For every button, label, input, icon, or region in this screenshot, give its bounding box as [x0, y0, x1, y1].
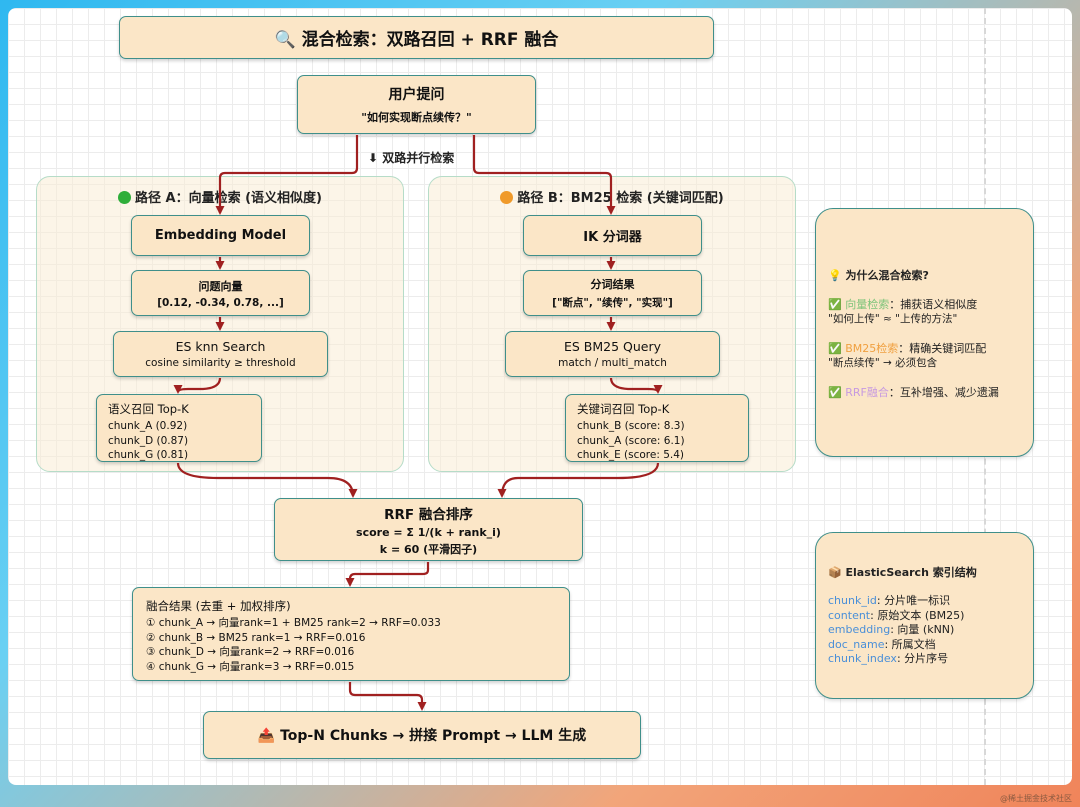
ik-tokenizer-node: IK 分词器	[523, 215, 702, 256]
watermark: @稀土掘金技术社区	[1000, 794, 1072, 803]
why-row: ✅ BM25检索：精确关键词匹配 "断点续传" → 必须包含	[828, 341, 1033, 371]
why-keyword: RRF融合	[845, 386, 889, 399]
why-desc: ：精确关键词匹配	[898, 342, 987, 355]
vector-title: 问题向量	[198, 279, 243, 293]
rrf-formula: score = Σ 1/(k + rank_i)	[356, 525, 501, 539]
path-a-title: 路径 A：向量检索 (语义相似度)	[135, 191, 322, 206]
tokens-value: ["断点", "续传", "实现"]	[552, 297, 673, 309]
arrow-keyword-recall-to-rrf	[497, 462, 660, 498]
why-desc: ：互补增强、减少遗漏	[888, 386, 999, 399]
knn-search-sub: cosine similarity ≥ threshold	[145, 357, 296, 369]
why-row: ✅ RRF融合：互补增强、减少遗漏	[828, 385, 1033, 400]
canvas: 🔍 混合检索：双路召回 + RRF 融合 用户提问 "如何实现断点续传？" ⬇ …	[8, 8, 1072, 785]
arrow-semantic-recall-to-rrf	[176, 462, 358, 498]
es-field-name: embedding	[828, 623, 891, 636]
why-row: ✅ 向量检索：捕获语义相似度 "如何上传" ≈ "上传的方法"	[828, 297, 1033, 327]
es-field-desc: : 向量 (kNN)	[890, 623, 955, 636]
es-field-desc: : 分片唯一标识	[876, 594, 951, 607]
keyword-recall-title: 关键词召回 Top-K	[577, 402, 670, 416]
rrf-k: k = 60 (平滑因子)	[379, 542, 478, 556]
es-field-row: doc_name: 所属文档	[828, 638, 1033, 653]
check-mark-icon: ✅	[828, 386, 842, 399]
keyword-recall-node: 关键词召回 Top-K chunk_B (score: 8.3) chunk_A…	[565, 394, 749, 462]
why-example: "如何上传" ≈ "上传的方法"	[828, 313, 958, 325]
user-query-title: 用户提问	[388, 87, 445, 103]
green-circle-icon	[118, 191, 131, 204]
check-mark-icon: ✅	[828, 298, 842, 311]
es-field-row: content: 原始文本 (BM25)	[828, 609, 1033, 624]
arrow-bm25-to-recall	[609, 377, 663, 394]
es-field-row: chunk_id: 分片唯一标识	[828, 594, 1033, 609]
path-b-title: 路径 B：BM25 检索 (关键词匹配)	[517, 191, 724, 206]
semantic-recall-item: chunk_A (0.92)	[108, 420, 188, 432]
why-keyword: 向量检索	[845, 298, 890, 311]
es-field-row: chunk_index: 分片序号	[828, 652, 1033, 667]
orange-circle-icon	[500, 191, 514, 204]
why-hybrid-title: 💡 为什么混合检索?	[828, 269, 929, 282]
semantic-recall-node: 语义召回 Top-K chunk_A (0.92) chunk_D (0.87)…	[96, 394, 262, 462]
fusion-title: 融合结果 (去重 + 加权排序)	[146, 599, 291, 613]
question-vector-node: 问题向量 [0.12, -0.34, 0.78, ...]	[131, 270, 310, 316]
arrow-knn-to-recall	[173, 377, 222, 394]
fusion-item: ④ chunk_G → 向量rank=3 → RRF=0.015	[146, 660, 355, 673]
diagram-title: 🔍 混合检索：双路召回 + RRF 融合	[119, 16, 714, 59]
why-hybrid-box: 💡 为什么混合检索? ✅ 向量检索：捕获语义相似度 "如何上传" ≈ "上传的方…	[815, 208, 1034, 457]
why-keyword: BM25检索	[845, 342, 899, 355]
es-knn-search-node: ES knn Search cosine similarity ≥ thresh…	[113, 331, 328, 377]
connector-arrows	[173, 135, 663, 711]
es-field-name: chunk_id	[828, 594, 877, 607]
semantic-recall-item: chunk_D (0.87)	[108, 434, 189, 447]
arrow-rrf-to-fusion	[345, 562, 430, 587]
es-field-name: content	[828, 608, 871, 622]
keyword-recall-item: chunk_E (score: 5.4)	[577, 449, 685, 461]
es-field-desc: : 所属文档	[884, 637, 936, 651]
bm25-query-title: ES BM25 Query	[563, 339, 662, 354]
semantic-recall-item: chunk_G (0.81)	[108, 449, 189, 461]
why-example: "断点续传" → 必须包含	[828, 357, 938, 369]
fusion-result-node: 融合结果 (去重 + 加权排序) ① chunk_A → 向量rank=1 + …	[132, 587, 570, 681]
arrow-query-to-path-b	[472, 135, 616, 215]
es-field-desc: : 原始文本 (BM25)	[870, 608, 965, 622]
rrf-fusion-node: RRF 融合排序 score = Σ 1/(k + rank_i) k = 60…	[274, 498, 583, 561]
vector-value: [0.12, -0.34, 0.78, ...]	[157, 296, 284, 309]
es-bm25-query-node: ES BM25 Query match / multi_match	[505, 331, 720, 377]
keyword-recall-item: chunk_A (score: 6.1)	[577, 434, 685, 447]
es-field-name: chunk_index	[828, 652, 897, 665]
es-index-title: 📦 ElasticSearch 索引结构	[828, 566, 977, 579]
fusion-item: ② chunk_B → BM25 rank=1 → RRF=0.016	[146, 631, 366, 644]
check-mark-icon: ✅	[828, 342, 842, 355]
path-b-title-row: 路径 B：BM25 检索 (关键词匹配)	[429, 187, 795, 206]
fusion-item: ③ chunk_D → 向量rank=2 → RRF=0.016	[146, 646, 355, 658]
why-desc: ：捕获语义相似度	[889, 298, 978, 311]
parallel-label: ⬇ 双路并行检索	[368, 151, 455, 165]
tokens-title: 分词结果	[590, 278, 635, 291]
bm25-query-sub: match / multi_match	[558, 357, 667, 369]
es-field-name: doc_name	[828, 637, 885, 651]
es-field-desc: : 分片序号	[896, 652, 949, 665]
fusion-item: ① chunk_A → 向量rank=1 + BM25 rank=2 → RRF…	[146, 617, 441, 629]
semantic-recall-title: 语义召回 Top-K	[108, 402, 189, 416]
rrf-title: RRF 融合排序	[384, 506, 473, 523]
embedding-model-node: Embedding Model	[131, 215, 310, 256]
user-query-node: 用户提问 "如何实现断点续传？"	[297, 75, 536, 134]
final-output-node: 📤 Top-N Chunks → 拼接 Prompt → LLM 生成	[203, 711, 641, 759]
user-query-text: "如何实现断点续传？"	[361, 111, 472, 124]
arrow-fusion-to-final	[348, 682, 427, 711]
knn-search-title: ES knn Search	[175, 339, 266, 354]
tokens-node: 分词结果 ["断点", "续传", "实现"]	[523, 270, 702, 316]
arrow-query-to-path-a	[215, 135, 359, 215]
es-field-row: embedding: 向量 (kNN)	[828, 623, 1033, 638]
keyword-recall-item: chunk_B (score: 8.3)	[577, 420, 685, 432]
es-index-box: 📦 ElasticSearch 索引结构 chunk_id: 分片唯一标识 co…	[815, 532, 1034, 699]
path-a-title-row: 路径 A：向量检索 (语义相似度)	[37, 187, 403, 206]
